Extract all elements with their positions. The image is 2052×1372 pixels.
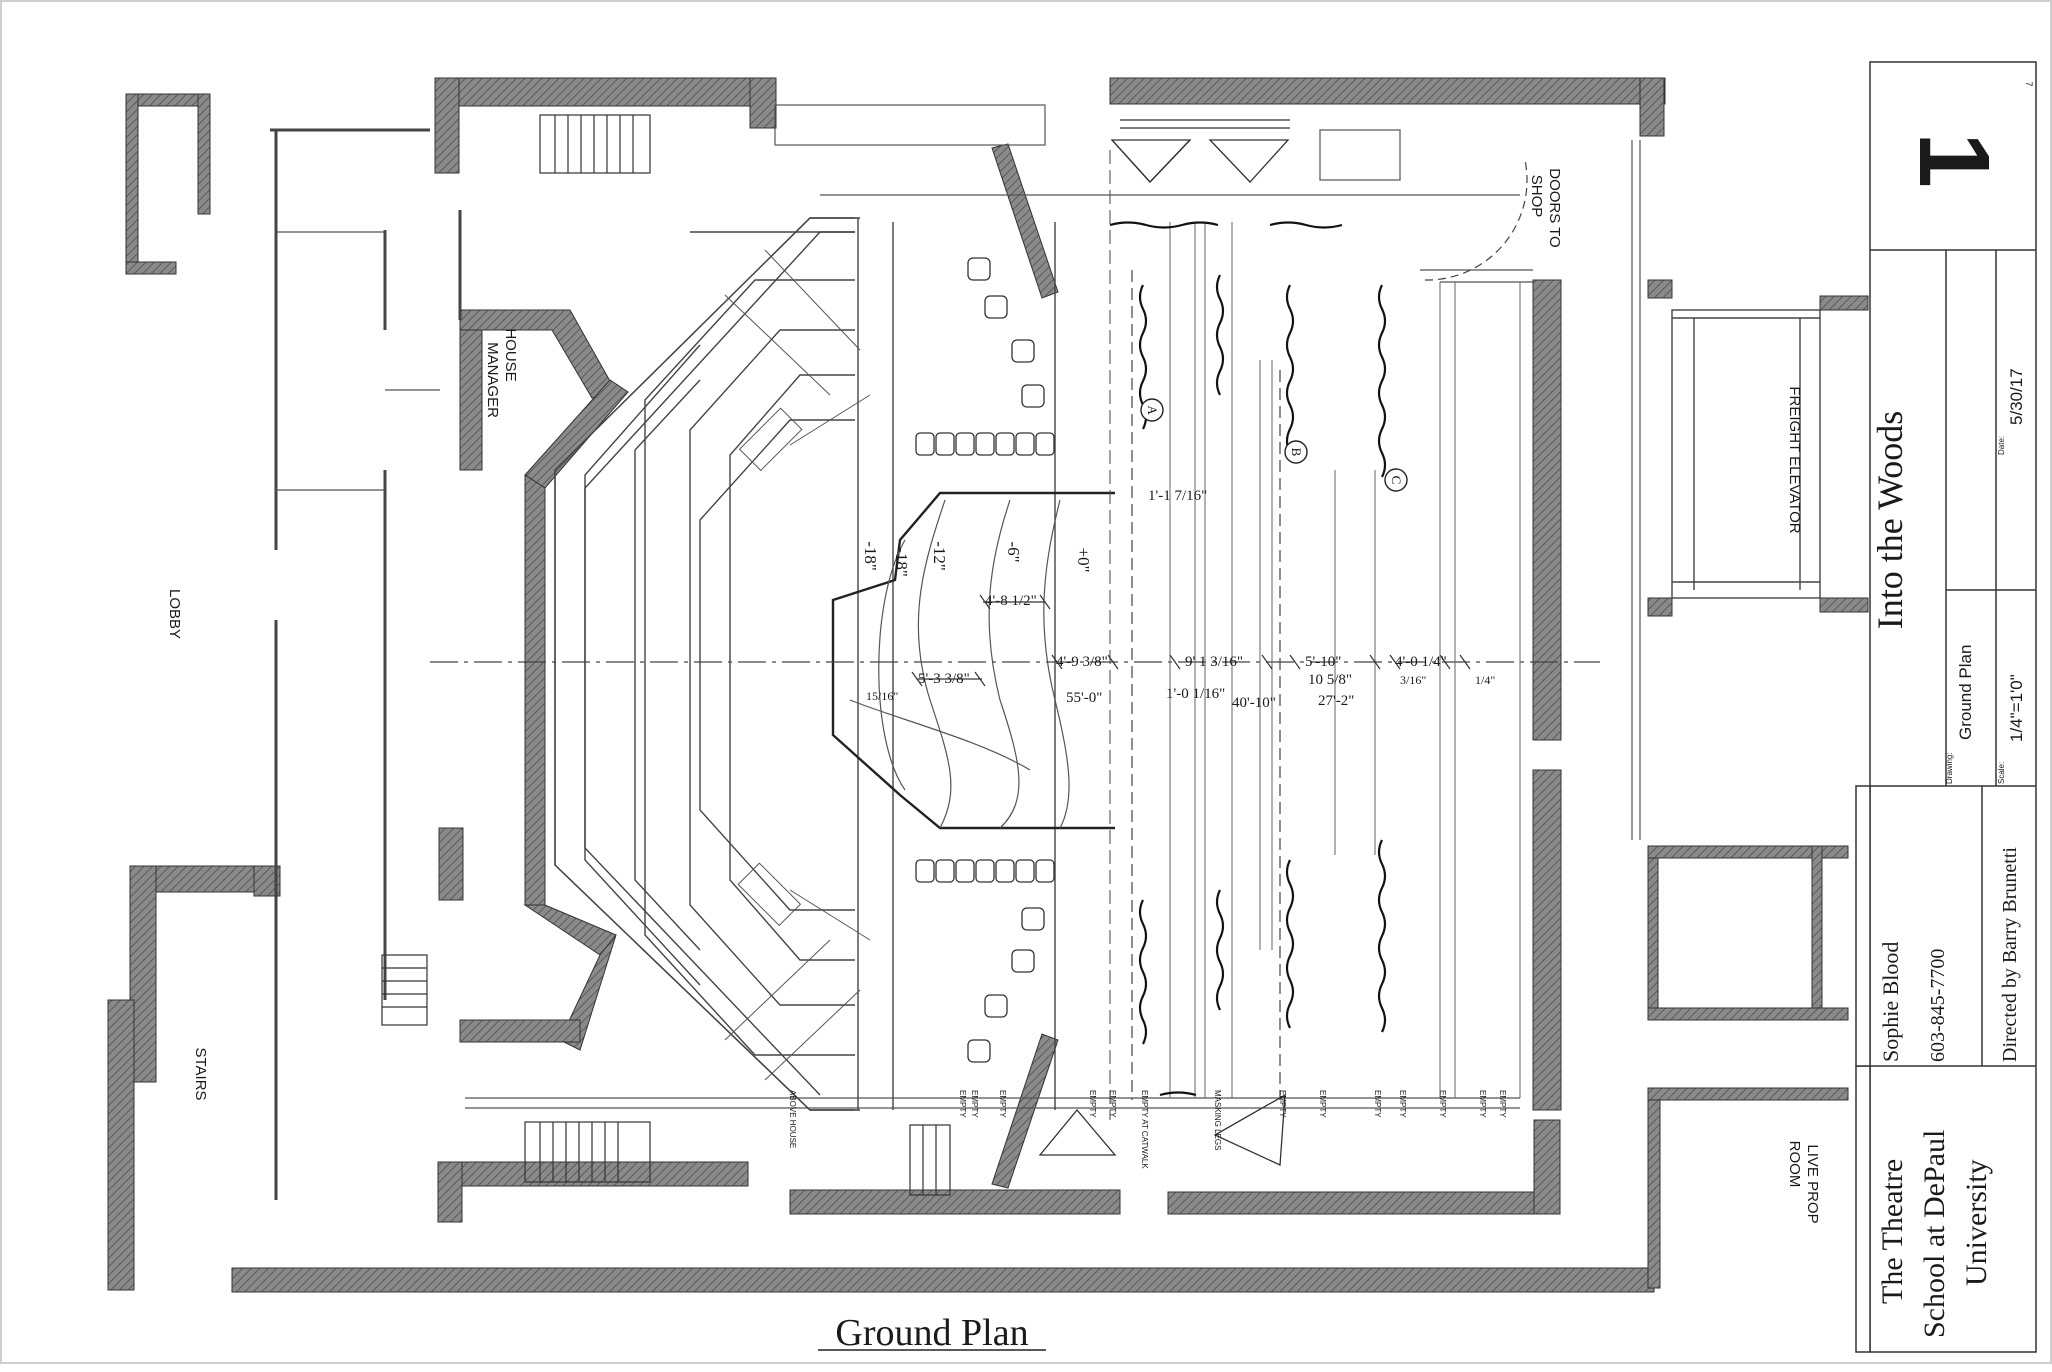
section-marker-c: C <box>1384 468 1408 492</box>
lobby-label: LOBBY <box>166 589 183 639</box>
elevation-label: -18" <box>861 541 880 571</box>
school-name-line-2: School at DePaul <box>1918 1130 1951 1338</box>
dimension-label: 15/16" <box>866 689 898 703</box>
shop-door-swing <box>1424 159 1528 281</box>
sheet-number: 1 <box>1898 132 2010 188</box>
house-manager-label: HOUSE <box>502 328 519 381</box>
corridor-lines <box>270 128 462 1200</box>
date-label: Date: <box>1997 436 2006 455</box>
doors-to-shop-label: DOORS TO <box>1546 168 1563 247</box>
school-name-line-3: University <box>1960 1159 1993 1286</box>
plan-caption: Ground Plan <box>835 1312 1028 1354</box>
scale-label: Scale: <box>1997 762 2006 784</box>
svg-text:EMPTY: EMPTY <box>998 1090 1007 1118</box>
dimension-strings: 1'-1 7/16" 4'-8 1/2" 4'-9 3/8" 9' 1 3/16… <box>866 488 1495 711</box>
dimension-label: 9' 1 3/16" <box>1185 654 1243 670</box>
svg-text:EMPTY: EMPTY <box>1498 1090 1507 1118</box>
drawing-label: Drawing: <box>1945 752 1954 784</box>
director-credit: Directed by Barry Brunetti <box>1999 847 2021 1062</box>
dimension-label: 5'-10" <box>1305 654 1341 670</box>
dimension-label: 55'-0" <box>1066 690 1102 706</box>
elevation-label: -12" <box>930 541 949 571</box>
seats <box>915 257 1055 1063</box>
line-set-labels: ABOVE HOUSE EMPTY EMPTY EMPTY EMPTY EMPT… <box>788 1090 1507 1169</box>
svg-text:C: C <box>1389 476 1404 485</box>
scale-value: 1/4"=1'0" <box>2007 674 2026 742</box>
svg-text:EMPTY: EMPTY <box>1438 1090 1447 1118</box>
freight-elevator-label: FREIGHT ELEVATOR <box>1786 386 1803 533</box>
dimension-label: 10 5/8" <box>1308 672 1352 688</box>
stairs-label: STAIRS <box>192 1047 209 1100</box>
title-block <box>1855 61 2037 1353</box>
section-marker-a: A <box>1140 398 1164 422</box>
dimension-label: 4'-8 1/2" <box>985 593 1037 609</box>
dimension-label: 4'-9 3/8" <box>1056 654 1108 670</box>
seating-rows <box>554 217 1056 1111</box>
svg-text:EMPTY: EMPTY <box>1478 1090 1487 1118</box>
dimension-label: 1'-0 1/16" <box>1166 686 1225 702</box>
dimension-ticks <box>911 594 1471 687</box>
corner-mark: 7 <box>2024 81 2034 86</box>
stairs-bottom <box>381 954 951 1196</box>
stage-contours <box>849 499 1070 829</box>
svg-text:EMPTY: EMPTY <box>970 1090 979 1118</box>
line-set-battens <box>1169 222 1521 1098</box>
house-manager-label-2: MANAGER <box>484 342 501 418</box>
designer-name: Sophie Blood <box>1878 942 1903 1062</box>
designer-phone: 603-845-7700 <box>1927 949 1949 1062</box>
svg-text:EMPTY: EMPTY <box>1108 1090 1117 1118</box>
live-prop-room-label: LIVE PROP <box>1804 1144 1821 1223</box>
freight-elevator <box>1671 309 1821 599</box>
drawing-name: Ground Plan <box>1956 645 1975 740</box>
live-prop-room-label-2: ROOM <box>1786 1141 1803 1188</box>
date-value: 5/30/17 <box>2007 368 2026 425</box>
elevation-label: +0" <box>1074 547 1093 572</box>
svg-text:EMPTY: EMPTY <box>1278 1090 1287 1118</box>
svg-text:B: B <box>1289 448 1304 457</box>
svg-text:EMPTY: EMPTY <box>1373 1090 1382 1118</box>
dimension-label: 1'-1 7/16" <box>1148 488 1207 504</box>
elevation-label: -18" <box>892 547 911 577</box>
elevation-label: -6" <box>1004 541 1023 562</box>
curtains <box>1109 221 1387 1097</box>
seating-aisles <box>724 249 871 1081</box>
dimension-label: 3/16" <box>1400 673 1426 687</box>
svg-text:EMPTY: EMPTY <box>1088 1090 1097 1118</box>
dimension-label: 40'-10" <box>1232 695 1276 711</box>
dimension-label: 4'-0 1/4" <box>1395 654 1447 670</box>
doors-to-shop-label-2: SHOP <box>1528 175 1545 218</box>
svg-text:A: A <box>1145 405 1160 415</box>
svg-text:EMPTY: EMPTY <box>958 1090 967 1118</box>
scenery-units <box>1038 119 1290 1166</box>
stairs-top <box>539 114 651 174</box>
svg-text:ABOVE HOUSE: ABOVE HOUSE <box>788 1090 797 1148</box>
svg-text:EMPTY AT CATWALK: EMPTY AT CATWALK <box>1140 1090 1149 1169</box>
production-title: Into the Woods <box>1870 411 1910 629</box>
svg-text:EMPTY: EMPTY <box>1318 1090 1327 1118</box>
dimension-label: 27'-2" <box>1318 693 1354 709</box>
svg-text:EMPTY: EMPTY <box>1398 1090 1407 1118</box>
school-name-line-1: The Theatre <box>1876 1159 1909 1304</box>
section-marker-b: B <box>1284 440 1308 464</box>
svg-text:MASKING LEGS: MASKING LEGS <box>1213 1090 1222 1150</box>
thin-lines <box>276 104 1641 1109</box>
auditorium-walls <box>459 143 1059 1189</box>
stage-deck <box>831 491 1115 830</box>
dimension-label: 1/4" <box>1475 673 1495 687</box>
